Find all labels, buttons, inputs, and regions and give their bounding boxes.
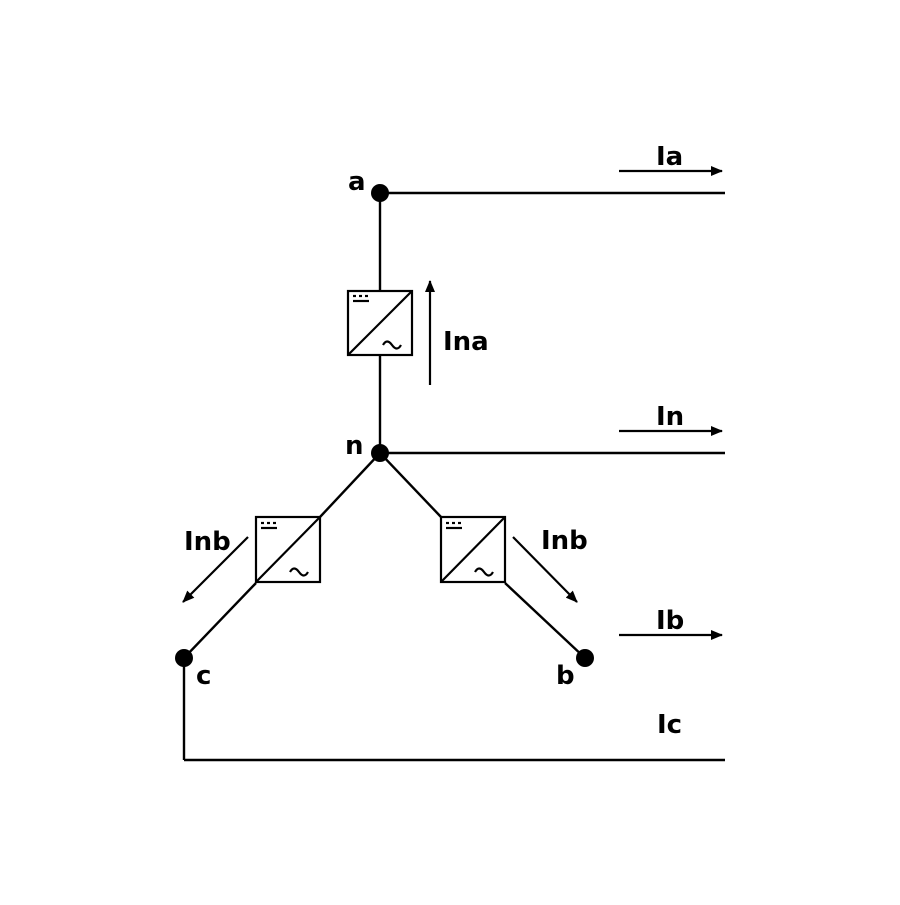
inverter-b-icon — [439, 515, 507, 584]
wire-n-inverter-c — [319, 452, 381, 518]
label-inb-right: Inb — [541, 526, 588, 556]
label-in: In — [656, 402, 684, 432]
arrow-inb-right — [512, 536, 578, 603]
node-n — [371, 444, 389, 462]
wire-inverter-b — [504, 582, 586, 659]
wire-inverter-c — [183, 582, 257, 659]
label-ic: Ic — [657, 710, 682, 740]
inverter-a-icon — [346, 289, 414, 357]
label-ia: Ia — [656, 142, 683, 172]
label-node-b: b — [556, 661, 575, 691]
label-ina: Ina — [443, 327, 489, 357]
label-ib: Ib — [656, 606, 684, 636]
node-c — [175, 649, 193, 667]
label-node-n: n — [345, 431, 364, 461]
label-inb-left: Inb — [184, 527, 231, 557]
inverter-c-icon — [254, 515, 322, 584]
label-node-a: a — [348, 167, 366, 197]
wire-n-inverter-b — [379, 452, 442, 518]
arrow-inb-left — [182, 536, 249, 603]
node-a — [371, 184, 389, 202]
node-b — [576, 649, 594, 667]
label-node-c: c — [196, 661, 211, 691]
